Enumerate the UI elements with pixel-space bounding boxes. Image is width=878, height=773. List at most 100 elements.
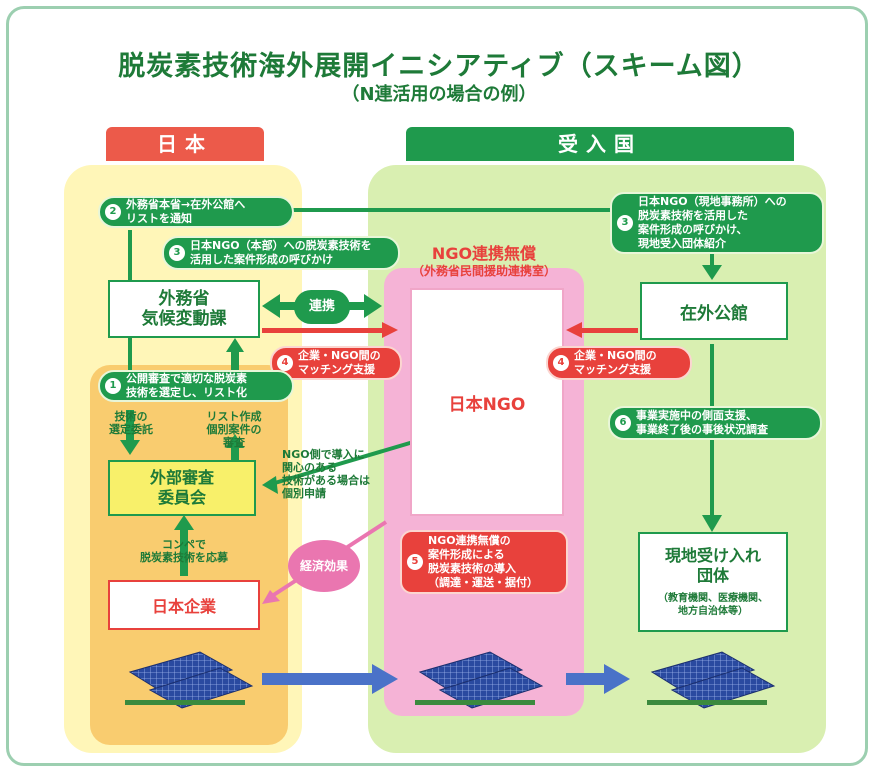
arrow-local bbox=[702, 515, 722, 532]
renkei-badge: 連携 bbox=[294, 290, 350, 324]
step1-line1: 公開審査で適切な脱炭素 bbox=[126, 372, 247, 385]
label-gijutsu-line1: 技術の bbox=[114, 410, 148, 423]
arrow-up-company bbox=[174, 515, 194, 530]
label-gijutsu-line2: 選定委託 bbox=[109, 423, 153, 436]
local-line1: 現地受け入れ bbox=[664, 546, 761, 565]
label-list: リスト作成 個別案件の 審査 bbox=[192, 410, 276, 449]
arrow-down-committee-stem bbox=[126, 410, 134, 440]
label-list-line3: 審査 bbox=[223, 436, 245, 449]
arrow-up-committee bbox=[226, 434, 244, 448]
arrow-up-mofa-stem bbox=[231, 352, 239, 380]
step4b-pill: 4 企業・NGO間のマッチング支援 bbox=[546, 346, 692, 380]
step3b-line4: 現地受入団体紹介 bbox=[638, 237, 726, 250]
recipient-header: 受入国 bbox=[406, 127, 794, 161]
blue-arrow2-head bbox=[604, 664, 630, 694]
pink-arrow-head bbox=[262, 590, 280, 604]
embassy-box: 在外公館 bbox=[640, 282, 788, 340]
committee-line1: 外部審査 bbox=[149, 468, 214, 487]
step6-pill: 6 事業実施中の側面支援、事業終了後の事後状況調査 bbox=[608, 406, 822, 440]
step1-number: 1 bbox=[105, 378, 121, 394]
solar-panel-ngo-icon bbox=[415, 651, 544, 709]
step6-number: 6 bbox=[615, 415, 631, 431]
step1-line2: 技術を選定し、リスト化 bbox=[126, 386, 247, 399]
step4b-line2: マッチング支援 bbox=[574, 363, 651, 376]
step6-line1: 事業実施中の側面支援、 bbox=[636, 409, 757, 422]
local-org-box: 現地受け入れ 団体 （教育機関、医療機関、 地方自治体等） bbox=[638, 532, 788, 632]
mofa-line1: 外務省 bbox=[158, 289, 210, 309]
step5-line4: （調達・運送・据付） bbox=[428, 576, 538, 589]
committee-box: 外部審査 委員会 bbox=[108, 460, 256, 516]
diagram-title: 脱炭素技術海外展開イニシアティブ（スキーム図） bbox=[118, 51, 760, 82]
local-line2: 団体 bbox=[696, 566, 729, 585]
step5-line2: 案件形成による bbox=[428, 548, 505, 561]
step2-pill: 2 外務省本省→在外公館へリストを通知 bbox=[98, 196, 294, 228]
solar-panel-local-icon bbox=[647, 651, 776, 709]
ngo-zone-subtitle: （外務省民間援助連携室） bbox=[411, 264, 556, 278]
label-compe: コンペで 脱炭素技術を応募 bbox=[106, 538, 262, 564]
label-list-line2: 個別案件の bbox=[206, 423, 262, 436]
arrow-up-company-stem bbox=[180, 530, 188, 576]
arrow-embassy bbox=[702, 265, 722, 280]
step3b-line1: 日本NGO（現地事務所）への bbox=[638, 195, 787, 208]
arrow-renkei-right bbox=[364, 294, 382, 318]
blue-arrow2-shaft bbox=[566, 673, 604, 685]
label-ngo-side-line4: 個別申請 bbox=[282, 487, 326, 500]
step3b-number: 3 bbox=[617, 215, 633, 231]
step6-line2: 事業終了後の事後状況調査 bbox=[636, 423, 768, 436]
step3a-line1: 日本NGO（本部）への脱炭素技術を bbox=[190, 239, 372, 252]
step3a-pill: 3 日本NGO（本部）への脱炭素技術を活用した案件形成の呼びかけ bbox=[162, 236, 400, 270]
step4a-pill: 4 企業・NGO間のマッチング支援 bbox=[270, 346, 402, 380]
arrow-committee-ngo bbox=[262, 476, 278, 494]
step2-number: 2 bbox=[105, 204, 121, 220]
arrow-down-committee bbox=[120, 440, 140, 455]
step4a-line2: マッチング支援 bbox=[298, 363, 375, 376]
step2-line1: 外務省本省→在外公館へ bbox=[126, 198, 246, 211]
local-note-line1: （教育機関、医療機関、 bbox=[658, 593, 768, 604]
committee-line2: 委員会 bbox=[157, 488, 206, 507]
label-compe-line1: コンペで bbox=[162, 538, 206, 551]
label-compe-line2: 脱炭素技術を応募 bbox=[140, 551, 228, 564]
step1-pill: 1 公開審査で適切な脱炭素技術を選定し、リスト化 bbox=[98, 370, 294, 402]
step5-number: 5 bbox=[407, 554, 423, 570]
mofa-line2: 気候変動課 bbox=[141, 309, 227, 329]
blue-arrow1-head bbox=[372, 664, 398, 694]
step5-line3: 脱炭素技術の導入 bbox=[428, 562, 516, 575]
step4b-line1: 企業・NGO間の bbox=[574, 349, 657, 362]
arrow-renkei-left bbox=[262, 294, 280, 318]
label-list-line1: リスト作成 bbox=[206, 410, 262, 423]
local-note-line2: 地方自治体等） bbox=[678, 606, 748, 617]
step3b-line3: 案件形成の呼びかけ、 bbox=[638, 223, 748, 236]
japan-header: 日本 bbox=[106, 127, 264, 161]
step4a-number: 4 bbox=[277, 355, 293, 371]
ngo-zone-title: NGO連携無償 bbox=[431, 244, 537, 263]
diagram-subtitle: （N連活用の場合の例） bbox=[341, 84, 537, 105]
label-ngo-side-line2: 関心のある bbox=[282, 461, 337, 474]
step3b-pill: 3 日本NGO（現地事務所）への脱炭素技術を活用した案件形成の呼びかけ、現地受入… bbox=[610, 192, 824, 254]
red-arrow-right-head bbox=[566, 322, 582, 338]
step4a-line1: 企業・NGO間の bbox=[298, 349, 381, 362]
label-ngo-side-line1: NGO側で導入に bbox=[282, 448, 365, 461]
label-gijutsu: 技術の 選定委託 bbox=[94, 410, 168, 436]
line-ngo-side bbox=[267, 438, 421, 487]
arrow-up-committee-stem bbox=[231, 448, 239, 462]
ngo-box: 日本NGO bbox=[410, 288, 564, 516]
step5-line1: NGO連携無償の bbox=[428, 534, 511, 547]
company-box: 日本企業 bbox=[108, 580, 260, 630]
step3a-number: 3 bbox=[169, 245, 185, 261]
solar-panel-japan-icon bbox=[125, 651, 254, 709]
red-arrow-left-shaft bbox=[262, 328, 382, 333]
red-arrow-left-head bbox=[382, 322, 398, 338]
blue-arrow1-shaft bbox=[262, 673, 372, 685]
red-arrow-right-shaft bbox=[582, 328, 638, 333]
mofa-climate-box: 外務省 気候変動課 bbox=[108, 280, 260, 338]
keizai-badge: 経済効果 bbox=[288, 540, 360, 592]
arrow-up-mofa bbox=[226, 338, 244, 352]
step4b-number: 4 bbox=[553, 355, 569, 371]
step5-pill: 5 NGO連携無償の案件形成による脱炭素技術の導入（調達・運送・据付） bbox=[400, 530, 568, 594]
label-ngo-side-line3: 技術がある場合は bbox=[282, 474, 370, 487]
label-ngo-side: NGO側で導入に 関心のある 技術がある場合は 個別申請 bbox=[282, 448, 392, 500]
step3b-line2: 脱炭素技術を活用した bbox=[638, 209, 748, 222]
step2-line2: リストを通知 bbox=[126, 212, 192, 225]
step3a-line2: 活用した案件形成の呼びかけ bbox=[190, 253, 333, 266]
